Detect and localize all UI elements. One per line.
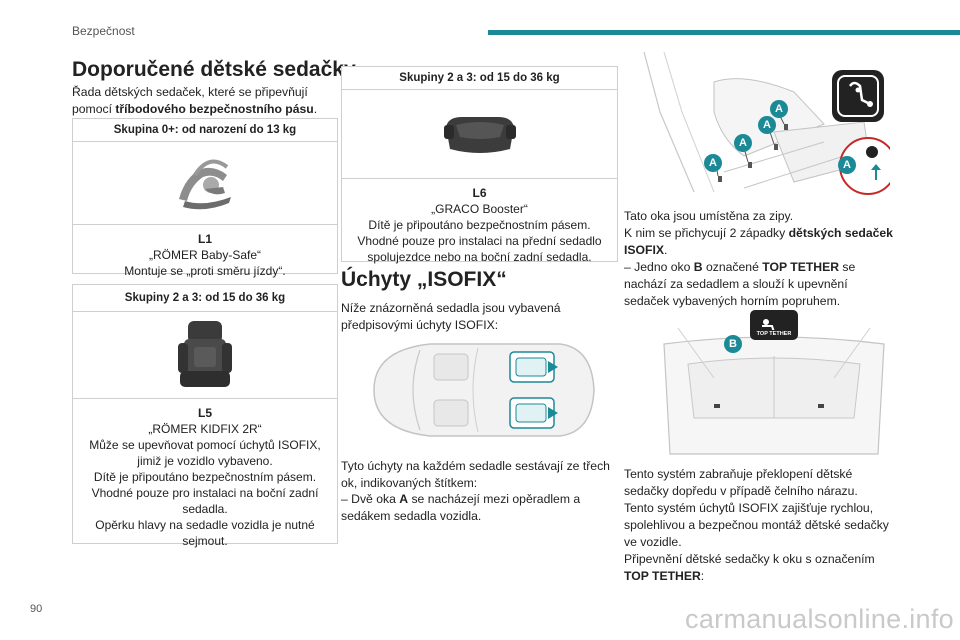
seat-name: „RÖMER KIDFIX 2R“ bbox=[148, 422, 262, 436]
seat-name: „GRACO Booster“ bbox=[431, 202, 528, 216]
seat-image-l6 bbox=[342, 90, 617, 179]
card-text: L1 „RÖMER Baby-Safe“ Montuje se „proti s… bbox=[73, 225, 337, 285]
top-tether-bullet: – Jedno oko B označené TOP TETHER se nac… bbox=[624, 260, 856, 308]
isofix-bullet-a: – Dvě oka A se nacházejí mezi opěradlem … bbox=[341, 492, 581, 523]
recommended-seats-intro: Řada dětských sedaček, které se připevňu… bbox=[72, 85, 318, 116]
latches-bold: dětských sedaček ISOFIX bbox=[624, 226, 893, 257]
card-heading: Skupina 0+: od narození do 13 kg bbox=[73, 119, 337, 142]
anchor-letter-b: B bbox=[693, 260, 703, 274]
anchor-label-a: A bbox=[704, 154, 722, 172]
seat-line: Může se upevňovat pomocí úchytů ISOFIX, … bbox=[89, 438, 321, 468]
top-tether-label: TOP TETHER bbox=[756, 331, 792, 337]
card-text: L5 „RÖMER KIDFIX 2R“ Může se upevňovat p… bbox=[73, 399, 337, 555]
tether-purpose-text: Tento systém zabraňuje překlopení dětské… bbox=[624, 467, 858, 498]
anchor-label-a: A bbox=[734, 134, 752, 152]
seat-image-l1 bbox=[73, 142, 337, 225]
seat-code: L5 bbox=[197, 406, 212, 420]
trunk-tether-diagram: TOP TETHER B bbox=[654, 308, 894, 458]
intro-bold: tříbodového bezpečnostního pásu bbox=[115, 102, 314, 116]
seat-line: Dítě je připoutáno bezpečnostním pásem. bbox=[93, 470, 317, 484]
top-tether-bold: TOP TETHER bbox=[624, 569, 701, 583]
isofix-intro: Níže znázorněná sedadla jsou vybavená př… bbox=[341, 301, 561, 332]
seat-line: Dítě je připoutáno bezpečnostním pásem. bbox=[368, 218, 591, 232]
seat-line: Vhodné pouze pro instalaci na přední sed… bbox=[357, 234, 602, 264]
seat-code: L6 bbox=[472, 186, 487, 200]
anchor-letter-a: A bbox=[399, 492, 409, 506]
isofix-title: Úchyty „ISOFIX“ bbox=[341, 268, 507, 291]
anchor-label-a: A bbox=[758, 116, 776, 134]
seat-note: Montuje se „proti směru jízdy“. bbox=[124, 264, 286, 278]
anchor-label-a: A bbox=[770, 100, 788, 118]
car-top-view-diagram bbox=[360, 336, 600, 444]
isofix-benefit-text: Tento systém úchytů ISOFIX zajišťuje ryc… bbox=[624, 501, 889, 549]
seat-card-l6: Skupiny 2 a 3: od 15 do 36 kg L6 „GRACO … bbox=[341, 66, 618, 264]
car-outline-icon bbox=[373, 343, 595, 437]
seat-line: Vhodné pouze pro instalaci na boční zadn… bbox=[91, 486, 319, 516]
zip-location-text: Tato oka jsou umístěna za zipy. bbox=[624, 209, 794, 223]
anchor-label-a: A bbox=[838, 156, 856, 174]
seat-image-l5 bbox=[73, 312, 337, 399]
anchor-label-b: B bbox=[724, 335, 742, 353]
watermark: carmanualsonline.info bbox=[685, 604, 954, 634]
rear-seat-anchor-diagram: A A A A A bbox=[624, 51, 897, 202]
booster-cushion-icon bbox=[443, 117, 516, 153]
section-label: Bezpečnost bbox=[72, 24, 135, 38]
baby-seat-icon bbox=[179, 159, 231, 210]
card-heading: Skupiny 2 a 3: od 15 do 36 kg bbox=[73, 285, 337, 312]
seat-line: Opěrku hlavy na sedadle vozidla je nutné… bbox=[95, 518, 315, 548]
recommended-seats-title: Doporučené dětské sedačky bbox=[72, 58, 356, 81]
seat-name: „RÖMER Baby-Safe“ bbox=[148, 248, 262, 262]
page-number: 90 bbox=[30, 603, 43, 615]
header-accent-bar bbox=[488, 30, 960, 35]
seat-code: L1 bbox=[197, 232, 212, 246]
tether-attach-text: Připevnění dětské sedačky k oku s označe… bbox=[624, 552, 875, 583]
isofix-desc: Tyto úchyty na každém sedadle sestávají … bbox=[341, 459, 610, 490]
rear-seat-outline-icon bbox=[643, 51, 897, 195]
latches-text: K nim se přichycují 2 západky dětských s… bbox=[624, 226, 893, 257]
booster-highback-icon bbox=[178, 321, 232, 387]
top-tether-bold: TOP TETHER bbox=[762, 260, 839, 274]
seat-card-l1: Skupina 0+: od narození do 13 kg L1 „RÖM… bbox=[72, 118, 338, 278]
card-heading: Skupiny 2 a 3: od 15 do 36 kg bbox=[342, 67, 617, 90]
trunk-outline-icon bbox=[663, 310, 885, 455]
card-text: L6 „GRACO Booster“ Dítě je připoutáno be… bbox=[342, 179, 617, 271]
seat-card-l5: Skupiny 2 a 3: od 15 do 36 kg L5 „RÖMER … bbox=[72, 284, 338, 548]
